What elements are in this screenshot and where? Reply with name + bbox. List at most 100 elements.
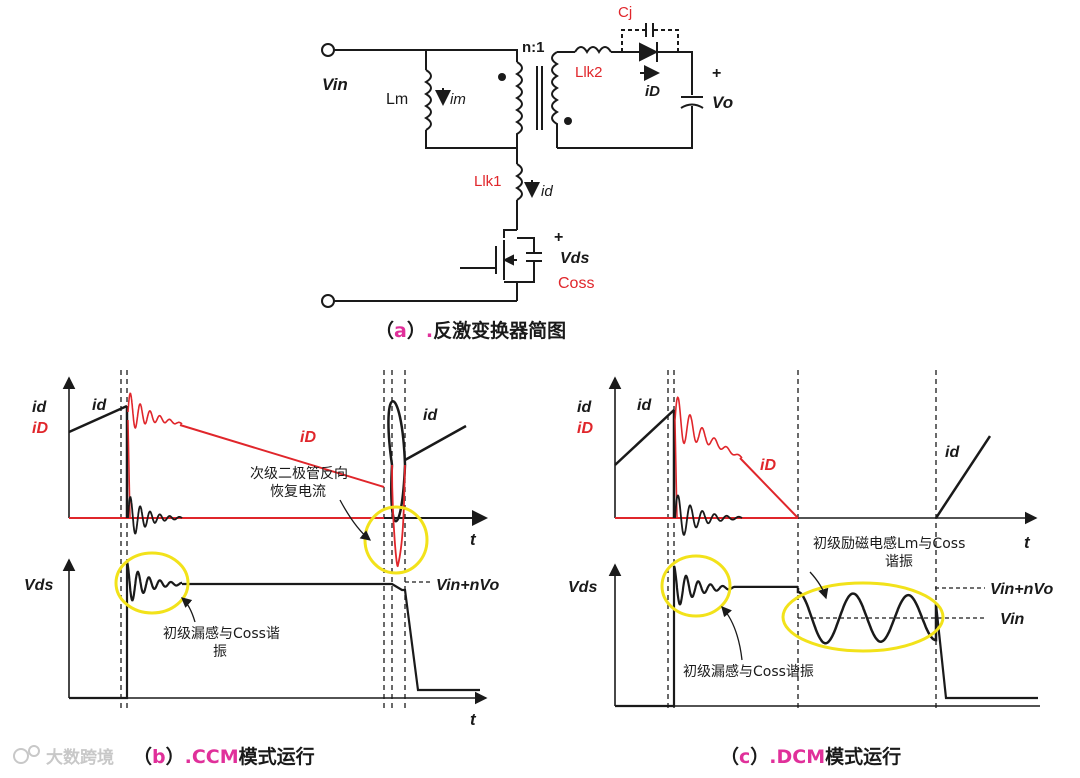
dcm-note-lm-2: 谐振 <box>885 554 913 570</box>
watermark-logo-icon-2 <box>28 745 40 757</box>
dcm-note-ringing: 初级漏感与Coss谐振 <box>683 663 814 680</box>
caption-c-letter: c <box>739 746 750 768</box>
dcm-level-dashes <box>798 587 985 619</box>
output-top-wire <box>657 51 693 95</box>
caption-a-letter: a <box>394 320 407 342</box>
cj-dashed-path <box>621 29 679 52</box>
vin-bottom-terminal <box>321 294 335 308</box>
vo-plus: + <box>712 65 721 82</box>
dcm-dashed-lines <box>667 370 937 712</box>
ccm-axis-iD: iD <box>32 420 48 437</box>
circuit-schematic <box>321 23 704 308</box>
output-bottom-wire <box>557 106 693 149</box>
ccm-panel: id iD id id iD t t Vds Vin+nVo 次级二极管反向 恢… <box>24 370 499 729</box>
output-cap-plate-bottom <box>680 103 704 109</box>
ccm-id-ringing <box>127 496 183 535</box>
caption-a-open: （ <box>375 319 394 342</box>
ccm-ringing-highlight <box>114 551 190 615</box>
caption-a: （a）.反激变换器简图 <box>375 319 566 342</box>
dcm-vin-nvo: Vin+nVo <box>990 581 1053 598</box>
vin-top-terminal <box>321 43 335 57</box>
watermark-logo-icon <box>13 748 29 764</box>
secondary-dot <box>564 117 572 125</box>
ccm-t-label-2: t <box>470 710 477 729</box>
ccm-note-pointer-2 <box>181 597 196 623</box>
ccm-id-label-2: id <box>423 407 438 424</box>
primary-dot <box>498 73 506 81</box>
secondary-winding <box>551 51 559 148</box>
ccm-note-reverse-1: 次级二极管反向 <box>250 466 348 482</box>
caption-c-open: （ <box>720 745 739 768</box>
dcm-note-pointer-1 <box>809 571 829 600</box>
ccm-vds-label: Vds <box>24 577 53 594</box>
dcm-id-label-1: id <box>637 397 652 414</box>
ccm-axis-id: id <box>32 399 47 416</box>
caption-b-open: （ <box>133 745 152 768</box>
ccm-dashed-lines <box>120 370 406 712</box>
mosfet-source <box>504 281 518 301</box>
input-top-rail <box>334 49 518 62</box>
dcm-vds-waveform <box>615 565 798 708</box>
ccm-id-rise <box>68 404 128 434</box>
vds-plus: + <box>554 229 563 246</box>
ccm-iD-ringing <box>127 392 183 429</box>
vds-label-circuit: Vds <box>560 250 589 267</box>
ccm-t-label-1: t <box>470 530 477 549</box>
caption-b-letter: b <box>152 746 166 768</box>
dcm-vds-label: Vds <box>568 579 597 596</box>
dcm-id-rise-2 <box>934 435 992 519</box>
dcm-id-rise <box>614 409 675 466</box>
lk1-inductor <box>515 163 523 201</box>
lk1-label: Llk1 <box>474 173 502 190</box>
watermark: 大数跨境 <box>13 745 114 768</box>
primary-winding <box>515 61 523 148</box>
caption-a-close: ） <box>407 319 426 342</box>
caption-a-text: 反激变换器简图 <box>433 319 566 342</box>
dcm-axis-id: id <box>577 399 592 416</box>
im-label: im <box>450 91 466 108</box>
caption-c-mode: .DCM <box>769 746 825 768</box>
caption-c-text: 模式运行 <box>825 745 901 768</box>
output-diode <box>639 42 659 62</box>
iD-label: iD <box>645 83 660 100</box>
dcm-note-pointer-2 <box>721 606 743 661</box>
ccm-note-ringing-2: 振 <box>213 644 227 660</box>
ccm-id-label-1: id <box>92 397 107 414</box>
cj-label: Cj <box>618 4 632 21</box>
dcm-ringing-highlight <box>660 554 732 618</box>
caption-b-close: ） <box>166 745 185 768</box>
ccm-note-ringing-1: 初级漏感与Coss谐 <box>163 625 280 642</box>
ccm-iD-label: iD <box>300 429 316 446</box>
id-label-circuit: id <box>541 183 553 200</box>
dcm-t-label: t <box>1024 533 1031 552</box>
lk2-inductor <box>574 46 612 54</box>
coss-wire <box>517 237 535 283</box>
ccm-note-reverse-2: 恢复电流 <box>270 483 326 500</box>
caption-a-dot: . <box>426 320 433 342</box>
ccm-iD-decay <box>179 424 385 488</box>
dcm-iD-decay <box>739 457 799 519</box>
caption-c: （c）.DCM模式运行 <box>720 745 901 768</box>
dcm-id-ringing <box>674 494 743 536</box>
caption-c-close: ） <box>750 745 769 768</box>
mosfet-drain <box>503 229 517 238</box>
dcm-vin: Vin <box>1000 611 1025 628</box>
lm-bottom-wire <box>425 130 517 149</box>
lk2-label: Llk2 <box>575 64 603 81</box>
lm-label: Lm <box>386 91 408 108</box>
ccm-reverse-red <box>391 464 406 568</box>
lm-inductor <box>424 69 432 131</box>
vin-label: Vin <box>322 75 348 94</box>
dcm-axis-iD: iD <box>577 420 593 437</box>
ccm-vds-end <box>182 582 480 692</box>
caption-b-mode: .CCM <box>185 746 239 768</box>
caption-b-text: 模式运行 <box>239 745 315 768</box>
ratio-label: n:1 <box>522 39 545 56</box>
ccm-vin-nvo: Vin+nVo <box>436 577 499 594</box>
dcm-note-lm-1: 初级励磁电感Lm与Coss <box>813 535 965 552</box>
ccm-vds-waveform <box>69 561 182 700</box>
vo-label: Vo <box>712 93 733 112</box>
dcm-iD-ringing <box>674 396 743 459</box>
ccm-reverse-black <box>387 400 407 523</box>
